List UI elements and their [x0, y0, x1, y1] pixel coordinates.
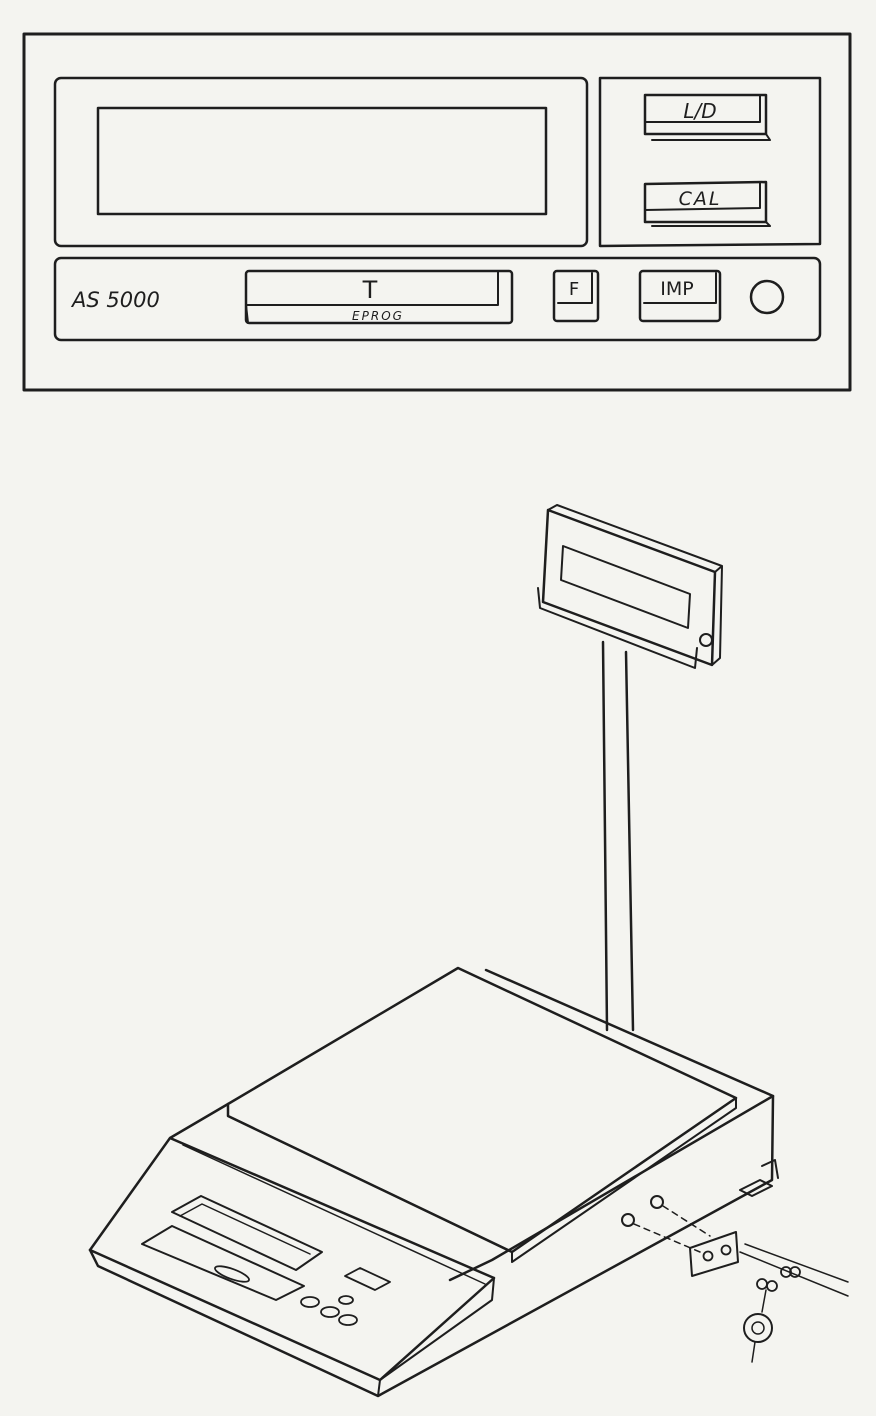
display-window	[96, 106, 548, 216]
display-column	[601, 640, 635, 1032]
upper-key-panel	[598, 76, 822, 248]
console-button-1	[300, 1296, 320, 1308]
console-slot	[214, 1265, 250, 1283]
connector-assembly	[621, 1195, 849, 1363]
scale-foot	[739, 1159, 779, 1197]
panel-outer-frame	[22, 32, 852, 392]
model-label: AS 5000	[70, 288, 160, 312]
cal-key[interactable]: CAL	[643, 180, 771, 227]
tare-key-sublabel: EPROG	[352, 309, 404, 323]
connector-plate	[689, 1231, 739, 1277]
tare-key[interactable]: T EPROG	[244, 269, 514, 325]
mount-knob	[699, 633, 713, 647]
cable-connector	[743, 1313, 773, 1343]
power-button[interactable]	[749, 279, 785, 315]
side-screw-hole-1	[621, 1213, 635, 1227]
display-bezel	[53, 76, 589, 248]
print-key[interactable]: IMP	[638, 269, 722, 323]
function-key[interactable]: F	[552, 269, 600, 323]
weighing-pan	[226, 966, 738, 1254]
lower-key-strip	[53, 256, 822, 342]
scale-base	[88, 966, 779, 1398]
tare-key-label: T	[362, 276, 378, 304]
front-panel: L/D CAL AS 5000 T EPROG F IMP	[22, 32, 852, 392]
console-button-2	[320, 1306, 340, 1318]
side-screw-hole-2	[650, 1195, 664, 1209]
remote-display-window	[560, 545, 691, 629]
remote-display-head	[537, 504, 723, 669]
console-display	[171, 1195, 323, 1271]
print-key-label: IMP	[660, 278, 693, 300]
function-key-label: F	[569, 279, 579, 300]
scale-illustration	[88, 504, 849, 1398]
console-key-window	[344, 1267, 391, 1291]
cal-key-label: CAL	[679, 188, 722, 210]
ld-key[interactable]: L/D	[643, 93, 771, 141]
console-button-3	[338, 1314, 358, 1326]
front-console	[88, 1102, 496, 1382]
ld-key-label: L/D	[683, 99, 716, 123]
